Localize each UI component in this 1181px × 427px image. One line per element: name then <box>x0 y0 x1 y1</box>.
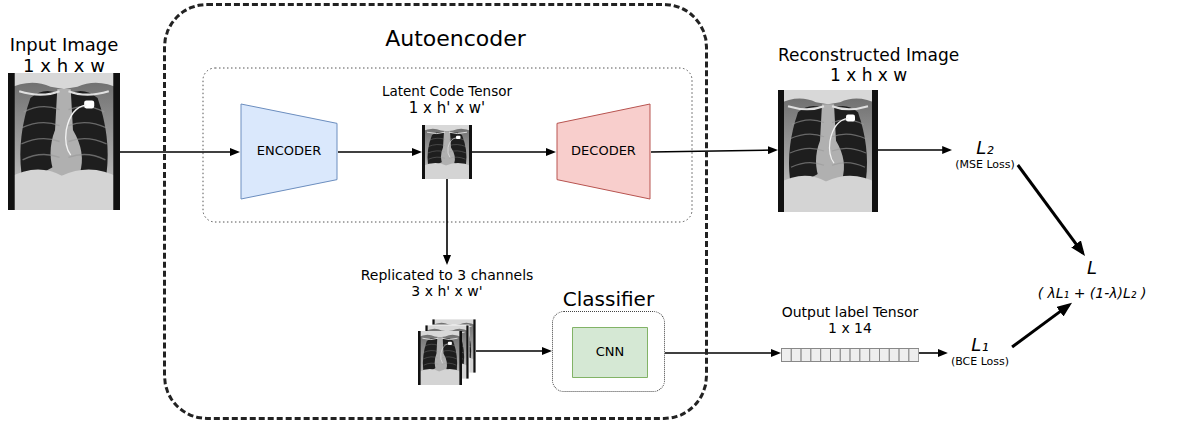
node-subtext: (BCE Loss) <box>951 356 1009 369</box>
replicated-channels: Replicated to 3 channels3 x h' x w' <box>358 265 537 387</box>
picture <box>418 319 476 385</box>
arrow-connector <box>446 179 448 262</box>
total-loss: L ( λL₁ + (1-λ)L₂ ) <box>1035 256 1150 303</box>
input-image: Input Image1 x h x w <box>5 33 123 212</box>
node-subtext: 3 x h' x w' <box>361 283 534 299</box>
node-subtext: 1 x h' x w' <box>382 100 512 117</box>
arrow-connector <box>665 352 778 354</box>
node-heading: Reconstructed Image <box>778 46 959 66</box>
arrow-connector <box>919 352 945 354</box>
output-label-tensor: Output label Tensor1 x 14 <box>778 302 922 364</box>
decoder-trapezoid: DECODER <box>556 103 651 200</box>
latent-code: Latent Code Tensor1 x h' x w' <box>379 82 515 181</box>
node-heading: Input Image <box>8 35 120 56</box>
node-subtext: 1 x h x w <box>8 56 120 77</box>
node-subtext: 1 x h x w <box>778 66 959 86</box>
arrow-connector <box>338 151 419 153</box>
arrow-connector <box>651 150 775 152</box>
encoder-trapezoid: ENCODER <box>240 103 338 200</box>
mse-loss-term: L₂(MSE Loss) <box>952 136 1018 173</box>
tensor-illustration <box>781 348 919 362</box>
picture-canvas <box>8 73 120 210</box>
picture-canvas <box>778 90 878 212</box>
node-subtext: ( λL₁ + (1-λ)L₂ ) <box>1038 285 1147 301</box>
encoder-trapezoid-outline <box>241 104 337 199</box>
arrow-connector <box>1018 165 1083 253</box>
xray-image <box>422 125 472 179</box>
node-heading: L₂ <box>955 138 1015 159</box>
cnn-box: CNN <box>572 327 648 378</box>
node-heading: DECODER <box>571 144 636 159</box>
arrow-connector <box>120 151 237 153</box>
node-heading: Autoencoder <box>166 26 705 51</box>
node-heading: CNN <box>596 345 625 360</box>
arrow-connector <box>1012 305 1069 347</box>
autoencoder-frame: AutoencoderENCODER Latent Code Tensor1 x … <box>163 3 708 420</box>
picture-canvas <box>781 348 919 362</box>
arrow-connector <box>878 149 949 151</box>
node-subtext: 1 x 14 <box>781 320 919 336</box>
picture <box>422 125 472 179</box>
picture-canvas <box>422 125 472 179</box>
cnn-box-outline <box>573 328 648 378</box>
reconstructed-image: Reconstructed Image1 x h x w <box>775 44 962 214</box>
node-heading: Classifier <box>563 288 654 311</box>
picture <box>778 90 878 212</box>
node-subtext: (MSE Loss) <box>955 159 1015 172</box>
node-heading: L₁ <box>951 335 1009 356</box>
arrow-connector <box>476 350 549 352</box>
arrow-connector <box>472 151 553 153</box>
node-heading: Latent Code Tensor <box>382 84 512 100</box>
xray-image <box>8 73 120 210</box>
picture <box>782 349 919 362</box>
picture <box>8 73 120 210</box>
node-heading: Output label Tensor <box>781 304 919 320</box>
picture-canvas <box>418 319 476 385</box>
node-heading: Replicated to 3 channels <box>361 267 534 283</box>
node-heading: ENCODER <box>257 144 322 159</box>
xray-image <box>778 90 878 212</box>
bce-loss-term: L₁(BCE Loss) <box>948 333 1012 370</box>
node-heading: L <box>1038 258 1147 279</box>
classifier-box: ClassifierCNN <box>552 311 665 392</box>
xray-image <box>418 319 476 385</box>
decoder-trapezoid-outline <box>557 104 650 199</box>
